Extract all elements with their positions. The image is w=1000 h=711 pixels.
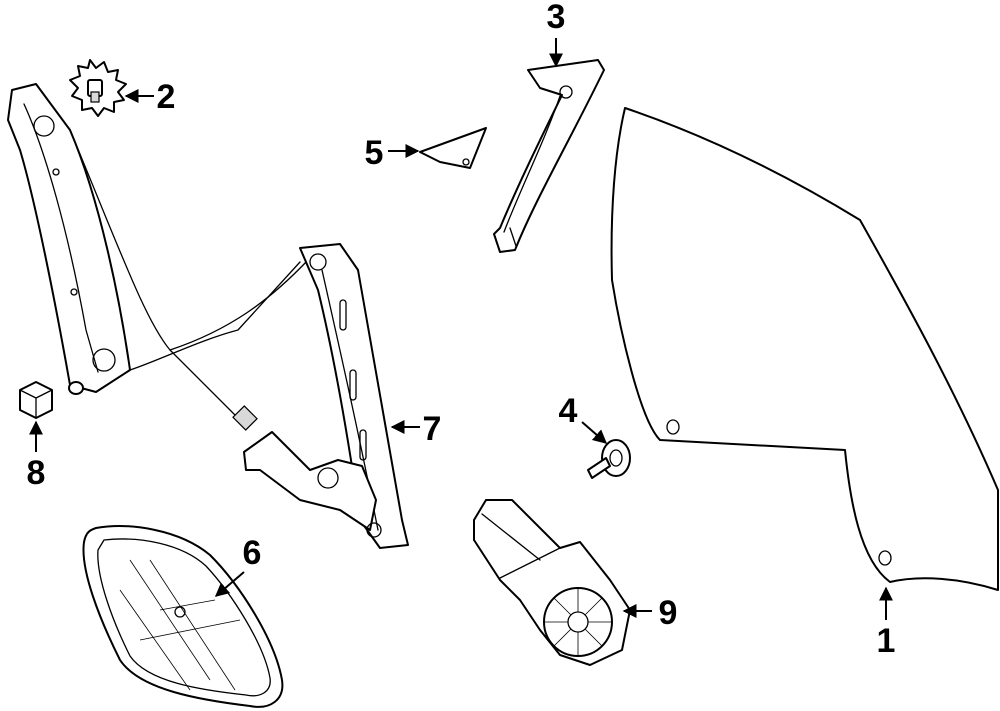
window-motor-part: [473, 499, 631, 666]
gear-clip-part: [69, 59, 127, 117]
callout-7: 7: [423, 410, 442, 448]
callout-1: 1: [877, 622, 896, 660]
seal-panel-part: [82, 525, 284, 708]
door-glass-part: [610, 107, 999, 591]
callout-3: 3: [547, 0, 566, 36]
callout-4: 4: [559, 392, 578, 430]
triangle-trim-part: [419, 127, 487, 169]
callout-5: 5: [365, 134, 384, 172]
callout-9: 9: [659, 594, 678, 632]
glass-mount-hole: [878, 550, 892, 566]
hex-nut-part: [19, 381, 53, 419]
glass-mount-hole: [666, 419, 680, 435]
callout-6: 6: [243, 534, 262, 572]
window-regulator-part: [7, 83, 409, 549]
division-channel-part: [493, 59, 605, 253]
callout-2: 2: [157, 78, 176, 116]
bolt-part: [587, 439, 631, 479]
callout-8: 8: [27, 454, 46, 492]
leader-arrows: [29, 38, 893, 620]
